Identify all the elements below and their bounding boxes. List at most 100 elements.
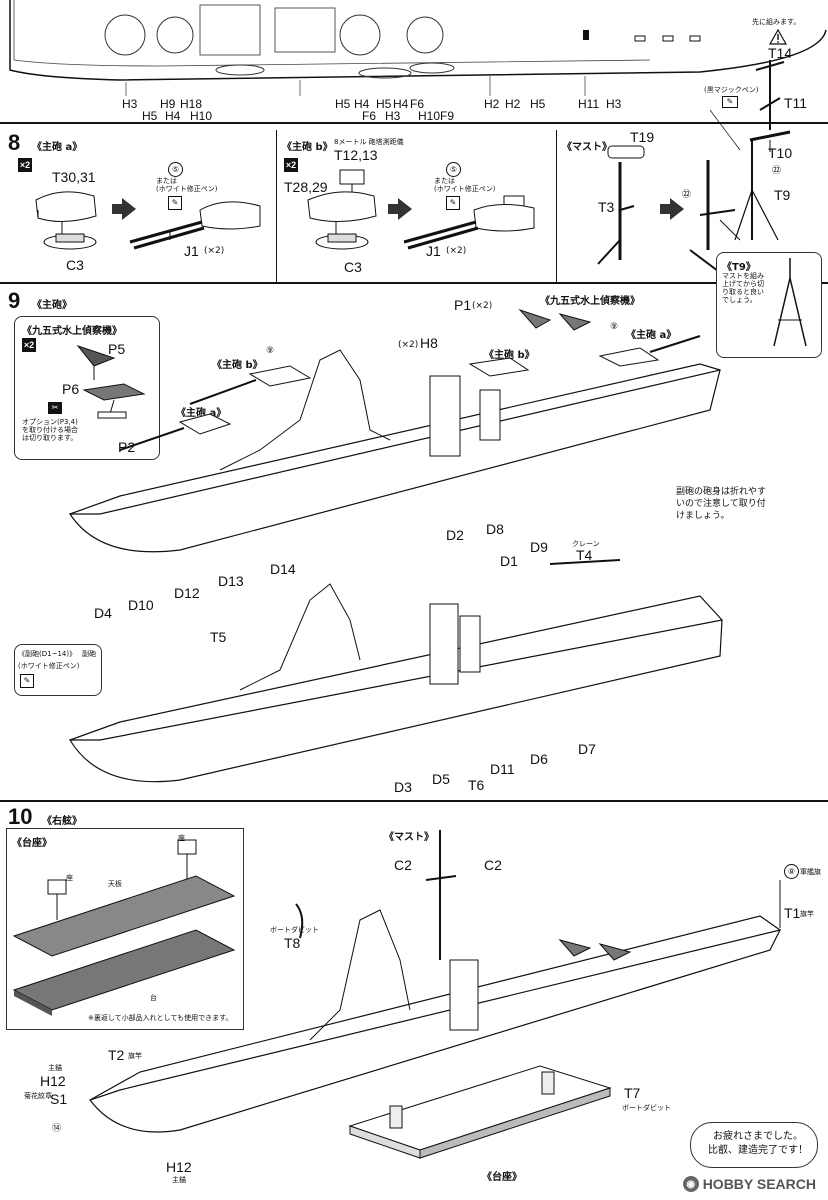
label-p1: P1 — [454, 297, 472, 313]
label-h4-c: H4 — [393, 97, 409, 111]
label-h3-b: H3 — [385, 109, 401, 123]
ship-final-hull — [89, 830, 782, 1133]
magic-pen-note: (黒マジックペン) — [704, 86, 759, 94]
label-t28-29: T28,29 — [284, 179, 328, 195]
turret-a1-title: 《主砲 a》 — [176, 408, 227, 419]
white-pen-icon-a: ✎ — [168, 196, 182, 210]
label-d14: D14 — [270, 561, 296, 577]
boat-davit-top-label: ボートダビット — [270, 926, 319, 934]
arrow-right-8b — [388, 198, 412, 220]
x2-badge-a: ×2 — [18, 158, 32, 172]
divider-step9 — [0, 800, 828, 802]
paint-8: ⑧ — [784, 864, 799, 879]
label-t7: T7 — [624, 1085, 641, 1101]
stand-dai: 台 — [150, 994, 157, 1002]
label-c2-b: C2 — [484, 857, 502, 873]
completion-bubble — [690, 1122, 818, 1168]
top-plan-hull — [9, 0, 827, 96]
label-p6: P6 — [62, 381, 80, 397]
label-h9: H9 — [160, 97, 176, 111]
label-h3-c: H3 — [606, 97, 622, 111]
step-9-number: 9 — [8, 288, 21, 313]
s1-sub: 菊花紋章 — [24, 1092, 52, 1100]
step-9-title: 《主砲》 — [32, 300, 72, 311]
t9-diagram — [773, 258, 807, 347]
step-10-number: 10 — [8, 804, 33, 829]
h12-a-sub: 主錨 — [48, 1064, 62, 1072]
label-h10-b: H10 — [418, 109, 441, 123]
qty-h8: (×2) — [398, 340, 419, 350]
label-h5-a: H5 — [142, 109, 158, 123]
paint-22-b: ㉒ — [682, 190, 692, 200]
label-t30-31: T30,31 — [52, 169, 96, 185]
qty-j1-a: (×2) — [204, 246, 225, 256]
seaplane-box — [14, 316, 160, 460]
label-d6: D6 — [530, 751, 548, 767]
build-first-note: 先に組みます。 — [752, 18, 801, 26]
label-t19: T19 — [630, 129, 655, 145]
stand-tenban: 天板 — [108, 880, 122, 888]
label-c3-a: C3 — [66, 257, 84, 273]
divider-top — [0, 122, 828, 124]
seaplane-box-title: 《九五式水上偵察機》 — [22, 326, 122, 337]
step-10-title: 《右舷》 — [42, 816, 82, 827]
label-d13: D13 — [218, 573, 244, 589]
magic-pen-icon: ✎ — [722, 96, 738, 108]
x2-badge-plane: ×2 — [22, 338, 36, 352]
label-d7: D7 — [578, 741, 596, 757]
seaplane-parts — [76, 344, 146, 419]
arrow-right-mast — [660, 198, 684, 220]
base-caption: 《台座》 — [482, 1172, 522, 1183]
label-t8: T8 — [284, 935, 301, 951]
label-h2-a: H2 — [484, 97, 500, 111]
white-pen-icon-b: ✎ — [446, 196, 460, 210]
option-note: オプション(P3,4) を取り付ける場合 は切り取ります。 — [22, 418, 78, 443]
label-s1: S1 — [50, 1091, 68, 1107]
divider-8b-mast — [556, 130, 557, 282]
label-h8: H8 — [420, 335, 438, 351]
label-d9: D9 — [530, 539, 548, 555]
step-8-title-a: 《主砲 a》 — [32, 142, 83, 153]
divider-step8 — [0, 282, 828, 284]
warning-icon — [768, 28, 788, 45]
qty-p1: (×2) — [472, 301, 493, 311]
ship-upper-hull — [68, 308, 721, 553]
label-t4: T4 — [576, 547, 593, 563]
label-h2-b: H2 — [505, 97, 521, 111]
paint-22-a: ㉒ — [772, 166, 782, 176]
label-t9: T9 — [774, 187, 791, 203]
step-8-title-b: 《主砲 b》 — [282, 142, 333, 153]
secondary-gun-note: 副砲の砲身は折れやす いので注意して取り付 けましょう。 — [676, 487, 767, 522]
paint-5-a: ⑤ — [168, 162, 183, 177]
label-h5-c: H5 — [376, 97, 392, 111]
crane-label: クレーン — [572, 540, 600, 548]
label-h5-d: H5 — [530, 97, 546, 111]
paint-note-b: または (ホワイト修正ペン) — [434, 177, 496, 194]
stand-za-1: 座 — [178, 834, 185, 842]
label-f9: F9 — [440, 109, 455, 123]
label-p5: P5 — [108, 341, 126, 357]
secondary-box-title: 《副砲(D1~14)》 — [18, 650, 77, 658]
label-t2: T2 — [108, 1047, 125, 1063]
label-h18: H18 — [180, 97, 203, 111]
label-c3-b: C3 — [344, 259, 362, 275]
x2-badge-b: ×2 — [284, 158, 298, 172]
label-h3-a: H3 — [122, 97, 138, 111]
t7-sub: ボートダビット — [622, 1104, 671, 1112]
label-t14: T14 — [768, 45, 793, 61]
label-d3: D3 — [394, 779, 412, 795]
label-j1-b: J1 — [426, 243, 441, 259]
secondary-box-sub: 副砲 — [82, 650, 96, 658]
watermark: ◉ HOBBY SEARCH — [682, 1176, 816, 1192]
display-stand — [348, 1065, 612, 1159]
turret-b-assembled — [403, 195, 535, 250]
label-d11: D11 — [490, 761, 515, 777]
step-8-number: 8 — [8, 130, 21, 155]
turret-a2-paint: ⑨ — [610, 322, 619, 332]
mast-parts — [597, 145, 645, 265]
secondary-box-paint: (ホワイト修正ペン) — [18, 662, 80, 670]
t2-sub: 旗竿 — [128, 1052, 142, 1060]
label-f6-b: F6 — [410, 97, 425, 111]
paint-5-b: ⑤ — [446, 162, 461, 177]
label-f6-a: F6 — [362, 109, 377, 123]
